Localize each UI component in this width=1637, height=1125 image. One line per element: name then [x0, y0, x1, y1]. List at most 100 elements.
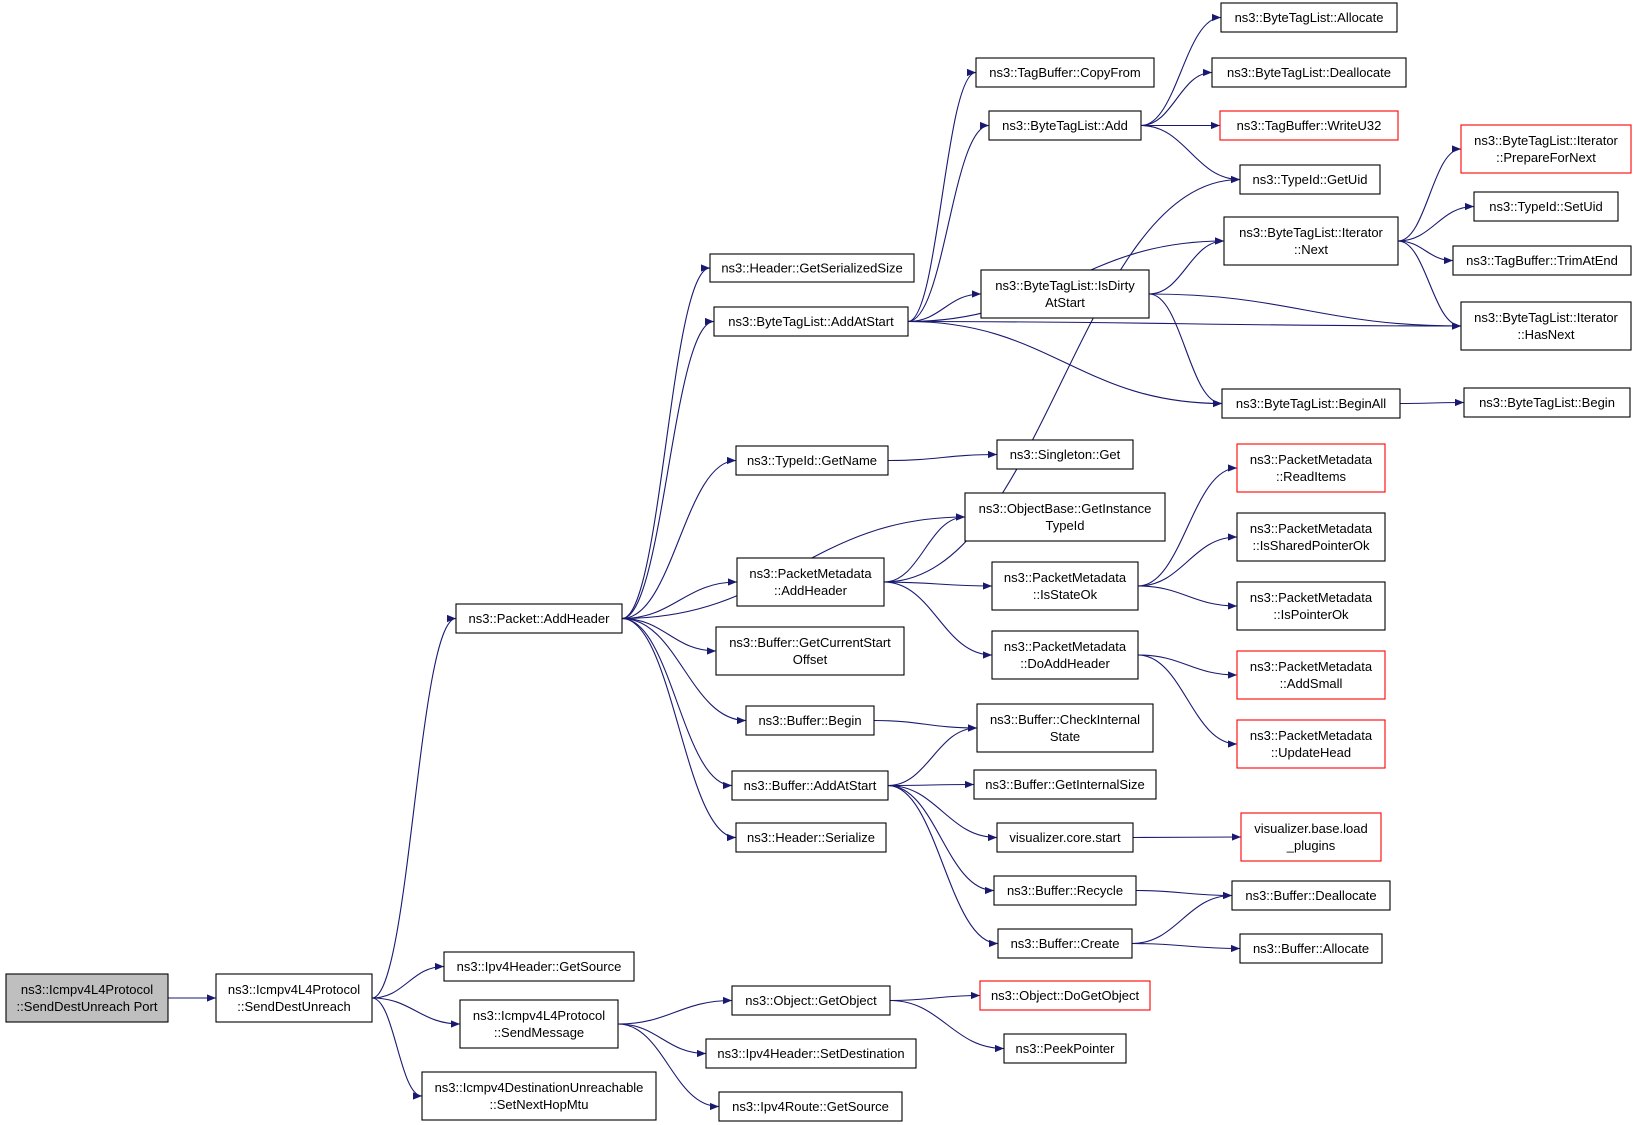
edge-pm-is-state-ok-to-pm-read-items	[1137, 464, 1238, 587]
node-label: ns3::Buffer::CheckInternal	[990, 712, 1140, 727]
node-set-next-hop-mtu[interactable]: ns3::Icmpv4DestinationUnreachable::SetNe…	[421, 1071, 657, 1121]
node-type-id-get-uid[interactable]: ns3::TypeId::GetUid	[1239, 164, 1381, 195]
edge-buf-begin-to-buf-check-int	[873, 719, 978, 732]
node-tb-write-u32[interactable]: ns3::TagBuffer::WriteU32	[1219, 110, 1399, 141]
node-buf-deallocate[interactable]: ns3::Buffer::Deallocate	[1231, 880, 1391, 911]
edge-btl-add-at-start-to-btl-is-dirty	[907, 290, 982, 323]
node-pm-update-head[interactable]: ns3::PacketMetadata::UpdateHead	[1236, 719, 1386, 769]
node-box	[1003, 1033, 1127, 1064]
node-label: ns3::TypeId::SetUid	[1489, 199, 1602, 214]
node-pm-is-state-ok[interactable]: ns3::PacketMetadata::IsStateOk	[991, 561, 1139, 611]
node-label: ns3::Object::GetObject	[745, 993, 877, 1008]
node-type-id-get-name[interactable]: ns3::TypeId::GetName	[735, 445, 889, 476]
node-label: ::SendDestUnreach	[237, 999, 350, 1014]
node-btl-begin-all[interactable]: ns3::ByteTagList::BeginAll	[1221, 388, 1401, 419]
node-box	[1239, 164, 1381, 195]
node-tb-trim-at-end[interactable]: ns3::TagBuffer::TrimAtEnd	[1452, 245, 1632, 276]
node-box	[1463, 387, 1631, 418]
node-label: ns3::ByteTagList::Allocate	[1235, 10, 1384, 25]
node-buf-begin[interactable]: ns3::Buffer::Begin	[745, 705, 875, 736]
node-pm-add-header[interactable]: ns3::PacketMetadata::AddHeader	[736, 557, 885, 607]
node-box	[993, 875, 1137, 906]
edge-buf-add-at-start-to-buf-get-int-size	[887, 780, 975, 789]
node-btl-iter-prepare[interactable]: ns3::ByteTagList::Iterator::PrepareForNe…	[1460, 124, 1632, 174]
node-buf-get-int-size[interactable]: ns3::Buffer::GetInternalSize	[973, 769, 1157, 800]
edge-add-header-to-hdr-serialize	[621, 617, 737, 842]
node-btl-iter-next[interactable]: ns3::ByteTagList::Iterator::Next	[1223, 216, 1399, 266]
node-obj-get-object[interactable]: ns3::Object::GetObject	[731, 985, 891, 1016]
node-label: visualizer.base.load	[1254, 821, 1367, 836]
node-pm-do-add-header[interactable]: ns3::PacketMetadata::DoAddHeader	[991, 630, 1139, 680]
node-pm-add-small[interactable]: ns3::PacketMetadata::AddSmall	[1236, 650, 1386, 700]
node-peek-pointer[interactable]: ns3::PeekPointer	[1003, 1033, 1127, 1064]
node-label: ns3::ByteTagList::AddAtStart	[728, 314, 894, 329]
node-box	[973, 769, 1157, 800]
edge-add-header-to-hdr-get-ser-size	[621, 264, 711, 620]
node-label: ::HasNext	[1517, 327, 1574, 342]
node-buf-recycle[interactable]: ns3::Buffer::Recycle	[993, 875, 1137, 906]
node-ipv4-get-source[interactable]: ns3::Ipv4Header::GetSource	[443, 951, 635, 982]
node-pm-is-shared-ptr[interactable]: ns3::PacketMetadata::IsSharedPointerOk	[1236, 512, 1386, 562]
node-label: ns3::Buffer::Allocate	[1253, 941, 1369, 956]
edge-btl-iter-next-to-btl-iter-prepare	[1397, 145, 1462, 242]
node-label: ns3::Buffer::Begin	[758, 713, 861, 728]
edge-sdu-to-send-message	[371, 997, 461, 1028]
edge-buf-add-at-start-to-buf-create	[887, 784, 999, 948]
node-obj-do-get-obj[interactable]: ns3::Object::DoGetObject	[979, 980, 1151, 1011]
edge-send-message-to-obj-get-object	[617, 996, 733, 1025]
node-label: ns3::TagBuffer::TrimAtEnd	[1466, 253, 1618, 268]
node-btl-add[interactable]: ns3::ByteTagList::Add	[988, 110, 1142, 141]
node-btl-allocate[interactable]: ns3::ByteTagList::Allocate	[1220, 2, 1398, 33]
node-route-get-source[interactable]: ns3::Ipv4Route::GetSource	[718, 1091, 903, 1122]
node-tb-copy-from[interactable]: ns3::TagBuffer::CopyFrom	[975, 57, 1155, 88]
node-box	[1219, 110, 1399, 141]
node-btl-deallocate[interactable]: ns3::ByteTagList::Deallocate	[1211, 57, 1407, 88]
node-label: State	[1050, 729, 1080, 744]
node-hdr-serialize[interactable]: ns3::Header::Serialize	[735, 822, 887, 853]
node-label: ::IsSharedPointerOk	[1252, 538, 1370, 553]
edge-obj-get-object-to-peek-pointer	[889, 999, 1005, 1053]
node-btl-add-at-start[interactable]: ns3::ByteTagList::AddAtStart	[713, 306, 909, 337]
edge-pm-add-header-to-pm-is-state-ok	[883, 581, 993, 590]
node-send-message[interactable]: ns3::Icmpv4L4Protocol::SendMessage	[459, 999, 619, 1049]
node-add-header[interactable]: ns3::Packet::AddHeader	[455, 603, 623, 634]
edge-buf-add-at-start-to-buf-recycle	[887, 784, 995, 895]
node-box	[997, 928, 1133, 959]
node-buf-allocate[interactable]: ns3::Buffer::Allocate	[1239, 933, 1383, 964]
node-box	[1236, 719, 1386, 769]
edge-pm-add-header-to-obj-base-get-inst	[883, 513, 966, 583]
node-label: TypeId	[1045, 518, 1084, 533]
edge-btl-add-at-start-to-btl-iter-has-next	[907, 320, 1462, 330]
node-viz-core-start[interactable]: visualizer.core.start	[996, 822, 1134, 853]
node-box	[1220, 2, 1398, 33]
node-pm-is-ptr-ok[interactable]: ns3::PacketMetadata::IsPointerOk	[1236, 581, 1386, 631]
node-box	[1236, 443, 1386, 493]
node-label: ns3::TypeId::GetUid	[1253, 172, 1368, 187]
node-viz-load-plugins[interactable]: visualizer.base.load_plugins	[1240, 812, 1382, 862]
node-pm-read-items[interactable]: ns3::PacketMetadata::ReadItems	[1236, 443, 1386, 493]
node-box	[5, 973, 169, 1023]
node-label: ns3::Icmpv4L4Protocol	[228, 982, 360, 997]
node-hdr-get-ser-size[interactable]: ns3::Header::GetSerializedSize	[709, 253, 915, 283]
node-buf-add-at-start[interactable]: ns3::Buffer::AddAtStart	[731, 770, 889, 801]
node-buf-create[interactable]: ns3::Buffer::Create	[997, 928, 1133, 959]
edge-obj-get-object-to-obj-do-get-obj	[889, 991, 981, 1002]
edge-buf-create-to-buf-deallocate	[1131, 891, 1233, 945]
node-box	[1236, 581, 1386, 631]
node-box	[1223, 216, 1399, 266]
node-btl-iter-has-next[interactable]: ns3::ByteTagList::Iterator::HasNext	[1460, 301, 1632, 351]
node-root[interactable]: ns3::Icmpv4L4Protocol::SendDestUnreach P…	[5, 973, 169, 1023]
node-ipv4-set-dest[interactable]: ns3::Ipv4Header::SetDestination	[705, 1038, 917, 1069]
node-btl-begin[interactable]: ns3::ByteTagList::Begin	[1463, 387, 1631, 418]
node-label: ns3::Buffer::GetCurrentStart	[729, 635, 891, 650]
node-sdu[interactable]: ns3::Icmpv4L4Protocol::SendDestUnreach	[215, 973, 373, 1023]
node-singleton-get[interactable]: ns3::Singleton::Get	[996, 439, 1134, 470]
node-label: ns3::PacketMetadata	[749, 566, 872, 581]
node-type-id-set-uid[interactable]: ns3::TypeId::SetUid	[1473, 191, 1619, 222]
node-label: ns3::PacketMetadata	[1250, 590, 1373, 605]
edge-btl-iter-next-to-type-id-set-uid	[1397, 202, 1475, 242]
